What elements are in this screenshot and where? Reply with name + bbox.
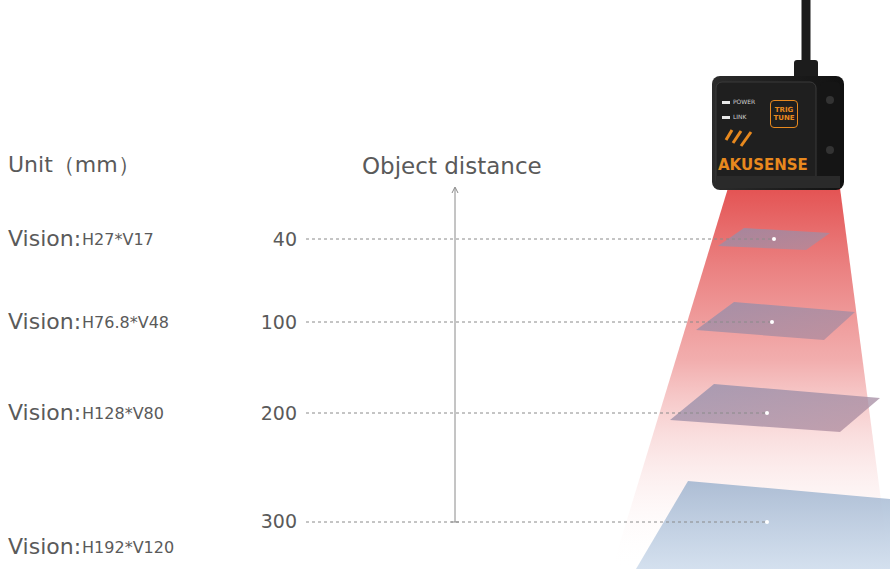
distance-value: 40 bbox=[273, 229, 297, 251]
vision-label: Vision: bbox=[8, 400, 81, 425]
field-plane bbox=[696, 302, 855, 340]
vision-size: H27*V17 bbox=[82, 231, 154, 249]
sensor-housing bbox=[712, 0, 844, 190]
vision-size: H76.8*V48 bbox=[82, 314, 169, 332]
center-dot bbox=[765, 237, 776, 524]
distance-axis bbox=[451, 187, 459, 522]
tune-button: TRIG TUNE bbox=[770, 100, 798, 128]
field-plane bbox=[670, 384, 880, 432]
distance-leader bbox=[306, 239, 772, 522]
distance-value: 200 bbox=[261, 403, 297, 425]
brand-name: AKUSENSE bbox=[718, 157, 808, 174]
field-plane bbox=[636, 481, 890, 569]
vision-label: Vision: bbox=[8, 226, 81, 251]
distance-value: 100 bbox=[261, 312, 297, 334]
vision-size: H128*V80 bbox=[82, 405, 164, 423]
vision-size: H192*V120 bbox=[82, 539, 174, 557]
distance-value: 300 bbox=[261, 511, 297, 533]
axis-title: Object distance bbox=[362, 153, 542, 179]
vision-label: Vision: bbox=[8, 534, 81, 559]
led-label: LINK bbox=[733, 114, 747, 121]
led-label: POWER bbox=[733, 99, 755, 106]
unit-note: Unit（mm） bbox=[8, 152, 140, 177]
vision-label: Vision: bbox=[8, 309, 81, 334]
light-beam bbox=[612, 188, 890, 569]
